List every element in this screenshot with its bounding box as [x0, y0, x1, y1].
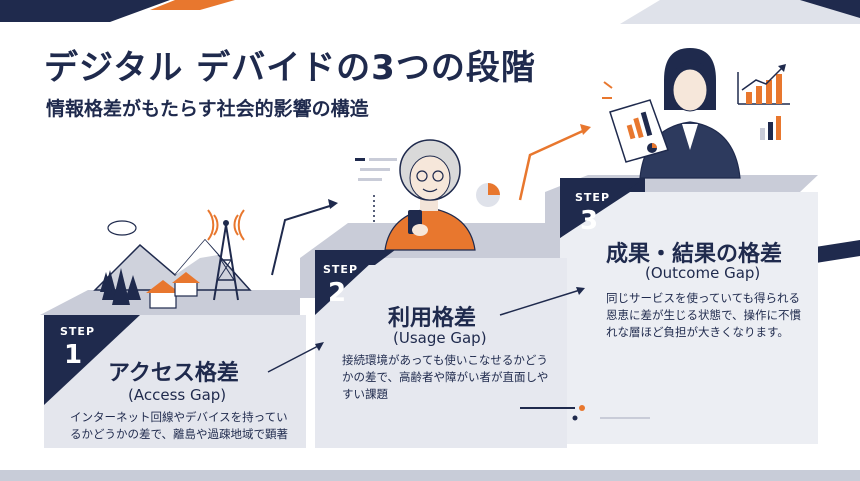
pointer-step2 — [499, 289, 581, 316]
step3-number: 3 — [580, 206, 599, 236]
step2-label: STEP — [323, 263, 359, 276]
professional-illustration — [602, 48, 790, 179]
step2-title: 利用格差 — [388, 306, 477, 331]
step1-number: 1 — [64, 340, 83, 370]
rural-scene-illustration — [93, 209, 252, 309]
step3-face — [560, 192, 818, 444]
step1-title: アクセス格差 — [108, 361, 239, 386]
step2-face — [315, 258, 567, 448]
arrow-step1-to-2 — [271, 204, 334, 276]
page-title: デジタル デバイドの3つの段階 — [44, 48, 536, 88]
step3-label: STEP — [575, 191, 611, 204]
corner-stripe-gray — [620, 0, 860, 24]
elderly-user-illustration — [355, 139, 500, 251]
pointer-step1 — [267, 344, 321, 373]
step1-badge — [44, 315, 140, 405]
step1-subtitle: (Access Gap) — [128, 386, 227, 404]
step2-badge — [315, 250, 385, 315]
arrow-step2-to-3 — [518, 128, 586, 201]
page-subtitle: 情報格差がもたらす社会的影響の構造 — [46, 98, 369, 120]
bottom-bar — [0, 470, 860, 481]
corner-stripe-navy-right — [800, 0, 860, 18]
step3-title: 成果・結果の格差 — [606, 242, 783, 267]
corner-stripe-orange — [150, 0, 235, 10]
step1-label: STEP — [60, 325, 96, 338]
step3-description: 同じサービスを使っていても得られる恩恵に差が生じる状態で、操作に不慣れな層ほど負… — [606, 291, 802, 339]
corner-stripe-navy — [0, 0, 170, 22]
step1-description: インターネット回線やデバイスを持っているかどうかの差で、離島や過疎地域で顕著 — [70, 410, 289, 441]
step2-description: 接続環境があっても使いこなせるかどうかの差で、高齢者や障がい者が直面しやすい課題 — [342, 353, 549, 401]
step2-subtitle: (Usage Gap) — [393, 329, 487, 347]
step3-subtitle: (Outcome Gap) — [645, 264, 761, 282]
step2-number: 2 — [328, 278, 347, 308]
